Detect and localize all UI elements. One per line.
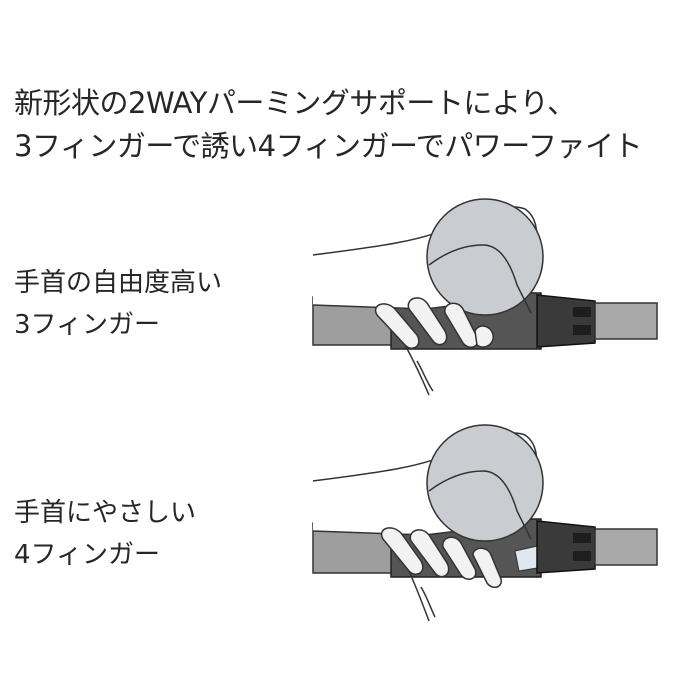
headline-line-2: 3フィンガーで誘い4フィンガーでパワーファイト	[14, 129, 643, 163]
reel-seat	[536, 294, 596, 348]
caption-three-finger: 手首の自由度高い 3フィンガー	[14, 262, 222, 346]
caption-four-finger-line-1: 手首にやさしい	[14, 498, 197, 528]
finger-4	[474, 325, 494, 348]
headline-line-1: 新形状の2WAYパーミングサポートにより、	[14, 86, 576, 120]
caption-four-finger-line-2: 4フィンガー	[14, 540, 161, 570]
three-finger-grip-illustration	[305, 185, 665, 400]
finger-1	[374, 303, 420, 349]
finger-2	[407, 297, 448, 346]
magnifier-circle	[426, 198, 544, 316]
caption-three-finger-line-1: 手首の自由度高い	[14, 268, 223, 298]
four-finger-grip-illustration	[305, 415, 665, 625]
caption-three-finger-line-2: 3フィンガー	[14, 310, 161, 340]
reel-seat	[536, 520, 596, 574]
caption-four-finger: 手首にやさしい 4フィンガー	[14, 492, 196, 576]
finger-4	[472, 547, 502, 589]
finger-3	[442, 536, 477, 580]
headline: 新形状の2WAYパーミングサポートにより、 3フィンガーで誘い4フィンガーでパワ…	[14, 82, 694, 168]
finger-2	[409, 529, 450, 578]
rod-blank-right	[594, 528, 658, 566]
magnifier-circle	[426, 424, 544, 542]
finger-1	[380, 527, 424, 575]
rod-blank-right	[594, 302, 658, 340]
